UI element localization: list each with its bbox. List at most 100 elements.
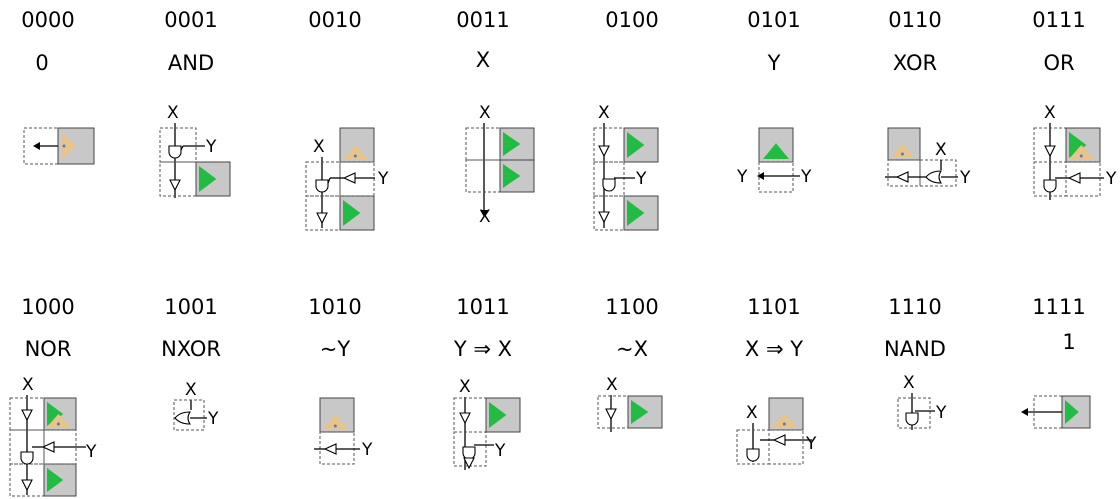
function-code: 0000 (21, 8, 75, 32)
function-name: ~Y (319, 337, 351, 361)
and-gate (1043, 179, 1057, 193)
blue-dot (782, 422, 786, 426)
function-code: 1011 (456, 295, 510, 319)
function-name: XOR (892, 51, 938, 75)
buffer-gate (1067, 172, 1081, 184)
arrow-head (480, 210, 488, 217)
tan-source-triangle (343, 145, 368, 159)
function-name: Y ⇒ X (453, 337, 513, 361)
signal-label: X (598, 103, 610, 123)
blue-dot (62, 144, 66, 148)
dashed-cell (1033, 161, 1067, 197)
signal-label: Y (635, 169, 647, 189)
and-gate (602, 178, 616, 192)
tan-source-triangle (772, 414, 797, 427)
signal-label: Y (207, 409, 219, 429)
function-name: NOR (24, 337, 72, 361)
green-source-triangle (1069, 132, 1087, 158)
or-gate (174, 411, 192, 425)
buffer-gate (169, 179, 181, 192)
tan-source-triangle (1069, 145, 1094, 159)
signal-label: X (746, 403, 758, 423)
blue-dot (56, 422, 60, 426)
tan-source-triangle (323, 415, 348, 429)
blue-dot (900, 152, 904, 156)
function-code: 1100 (605, 295, 659, 319)
function-name: 1 (1062, 330, 1076, 354)
green-source-triangle (503, 132, 521, 156)
function-code: 1010 (308, 295, 362, 319)
function-code: 1111 (1032, 295, 1086, 319)
buffer-gate (895, 171, 909, 183)
green-source-triangle (47, 402, 64, 426)
wire (327, 177, 331, 184)
green-source-triangle (47, 468, 64, 492)
signal-label: Y (736, 167, 748, 187)
buffer-gate (598, 145, 610, 158)
dashed-cell (758, 161, 794, 193)
function-code: 0110 (888, 8, 942, 32)
signal-label: X (185, 380, 197, 400)
signal-label: Y (377, 169, 389, 189)
function-code: 1001 (164, 295, 218, 319)
function-code: 0111 (1032, 8, 1086, 32)
function-code: 0011 (456, 8, 510, 32)
function-code: 1101 (747, 295, 801, 319)
function-code: 1000 (21, 295, 75, 319)
dashed-cell (736, 429, 770, 465)
blue-dot (333, 424, 337, 428)
dashed-cell (453, 397, 487, 433)
buffer-gate (21, 479, 33, 492)
dashed-cell (593, 127, 625, 163)
dashed-cell (897, 397, 931, 429)
signal-label: X (479, 207, 491, 227)
signal-label: X (479, 103, 491, 123)
signal-label: X (1044, 103, 1056, 123)
signal-label: Y (361, 440, 373, 460)
buffer-gate (459, 412, 471, 425)
and-gate (168, 145, 182, 159)
buffer-gate (598, 211, 610, 224)
signal-label: Y (205, 137, 217, 157)
buffer-gate (463, 457, 475, 470)
dashed-cell (159, 161, 197, 197)
signal-label: X (22, 375, 34, 395)
tan-source-triangle (61, 132, 76, 160)
green-source-triangle (631, 400, 649, 424)
signal-label: X (459, 377, 471, 397)
green-source-triangle (199, 166, 217, 192)
and-gate (315, 179, 329, 193)
signal-label: Y (959, 168, 971, 188)
function-name: OR (1043, 51, 1075, 75)
and-gate (20, 451, 34, 465)
dashed-cell (173, 399, 205, 431)
dashed-cell (768, 429, 804, 465)
buffer-gate (772, 434, 786, 446)
dashed-cell (887, 159, 921, 187)
signal-label: Y (85, 442, 97, 462)
buffer-gate (316, 212, 328, 225)
and-gate (905, 412, 919, 426)
signal-label: X (313, 137, 325, 157)
and-gate (462, 446, 476, 460)
buffer-gate (1044, 145, 1056, 158)
function-name: NXOR (161, 337, 221, 361)
dashed-cell (319, 431, 355, 465)
function-name: AND (167, 51, 215, 75)
function-name: NAND (884, 337, 946, 361)
signal-label: Y (935, 403, 947, 423)
signal-label: X (903, 373, 915, 393)
wire (180, 145, 184, 151)
signal-label: Y (1105, 169, 1117, 189)
function-code: 0100 (605, 8, 659, 32)
green-source-triangle (343, 200, 361, 226)
buffer-gate (342, 172, 356, 184)
function-code: 1110 (888, 295, 942, 319)
signal-label: Y (805, 434, 817, 454)
buffer-gate (323, 443, 337, 455)
function-name: 0 (35, 51, 49, 75)
dashed-cell (465, 127, 501, 161)
function-code: 0010 (308, 8, 362, 32)
